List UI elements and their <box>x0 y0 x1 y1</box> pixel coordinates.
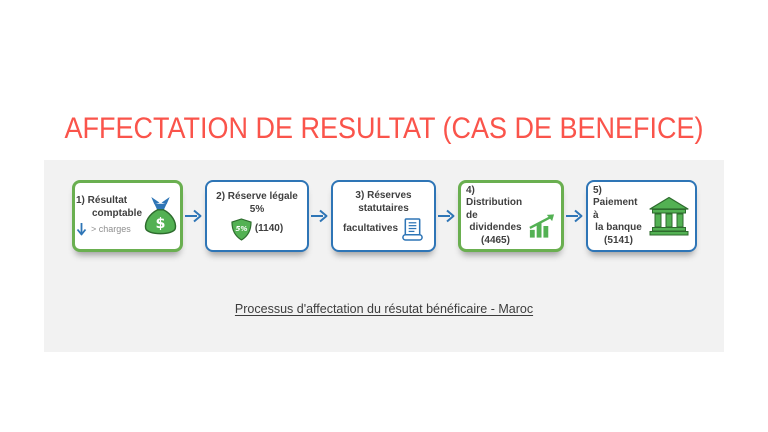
step-5-line1: 5) Paiement à <box>593 184 638 221</box>
step-1-line1: 1) Résultat <box>76 195 128 206</box>
step-3-line1: 3) Réserves statutaires <box>355 190 412 214</box>
shield-badge-text: 5% <box>235 224 247 233</box>
page-title: AFFECTATION DE RESULTAT (CAS DE BENEFICE… <box>64 112 704 145</box>
step-3-line2: facultatives <box>342 223 399 235</box>
flow-arrow-4 <box>564 208 586 224</box>
flow-arrow-2 <box>309 208 331 224</box>
right-arrow-icon <box>311 209 328 223</box>
step-box-2: 2) Réserve légale 5% 5% (1140) <box>205 180 309 252</box>
step-box-1: 1) Résultat comptable > charges <box>72 180 183 252</box>
diagram-caption: Processus d'affectation du résutat bénéf… <box>234 302 534 316</box>
right-arrow-icon <box>185 209 202 223</box>
step-1-text: 1) Résultat comptable > charges <box>76 195 142 237</box>
step-box-3: 3) Réserves statutaires facultatives <box>331 180 436 252</box>
bank-icon <box>649 196 689 236</box>
diagram-panel: 1) Résultat comptable > charges <box>44 160 724 352</box>
step-1-note: > charges <box>91 223 131 234</box>
step-1-line2: comptable <box>92 207 143 219</box>
step-4-text: 4) Distribution de dividendes (4465) <box>466 185 525 248</box>
step-5-text: 5) Paiement à la banque (5141) <box>593 185 644 248</box>
flow-arrow-1 <box>183 208 205 224</box>
step-box-5: 5) Paiement à la banque (5141) <box>586 180 697 252</box>
shield-5-percent-icon: 5% <box>231 218 252 241</box>
flow-arrow-3 <box>436 208 458 224</box>
step-5-line3: (5141) <box>604 234 633 246</box>
scroll-document-icon <box>402 218 423 241</box>
dollar-glyph: $ <box>156 215 166 231</box>
step-1-note-row: > charges <box>76 222 142 237</box>
step-2-text: 2) Réserve légale 5% 5% (1140) <box>212 191 302 241</box>
step-box-4: 4) Distribution de dividendes (4465) <box>458 180 564 252</box>
right-arrow-icon <box>438 209 455 223</box>
step-3-text: 3) Réserves statutaires facultatives <box>338 190 429 242</box>
step-2-line1: 2) Réserve légale 5% <box>216 191 298 215</box>
step-4-line3: (4465) <box>481 234 510 246</box>
right-arrow-icon <box>566 209 583 223</box>
money-bag-icon: $ <box>144 196 177 234</box>
down-arrow-icon <box>76 223 87 236</box>
step-5-line2: la banque <box>595 222 642 234</box>
step-2-line2: (1140) <box>254 223 284 235</box>
process-flow: 1) Résultat comptable > charges <box>72 180 697 252</box>
bar-chart-growth-icon <box>529 214 555 238</box>
step-4-line2: dividendes <box>469 222 522 234</box>
step-4-line1: 4) Distribution de <box>466 184 523 221</box>
